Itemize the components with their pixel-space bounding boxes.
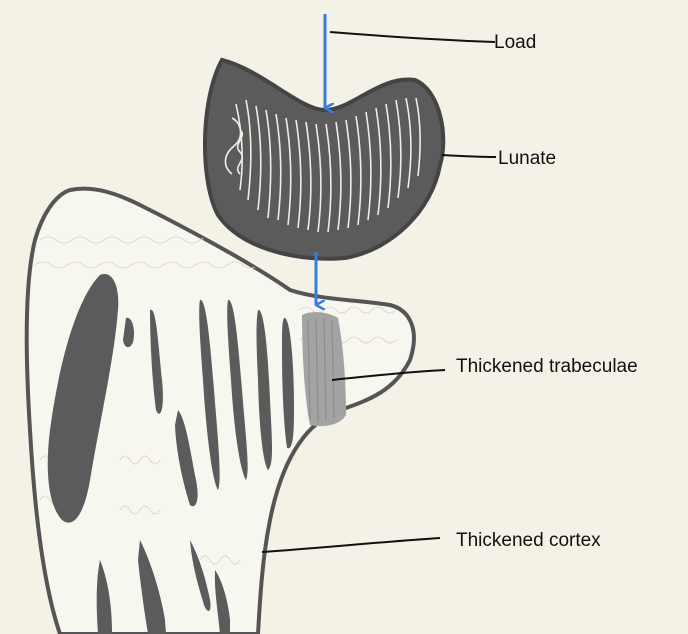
- leader-lines: [261, 31, 497, 553]
- thickened-trabeculae-region: [302, 312, 346, 427]
- load-leader: [329, 31, 496, 43]
- lunate-texture: [224, 97, 421, 233]
- trabeculae-label: Thickened trabeculae: [456, 356, 638, 377]
- cortex-label: Thickened cortex: [456, 530, 601, 551]
- load-label: Load: [494, 32, 536, 53]
- lunate-leader: [441, 154, 497, 158]
- cortex-leader: [261, 537, 441, 553]
- trabeculae-leader: [331, 369, 446, 381]
- load-arrows: [314, 14, 325, 305]
- dark-trabeculae: [47, 274, 294, 634]
- lunate-bone: [202, 57, 446, 261]
- lunate-label: Lunate: [498, 148, 556, 169]
